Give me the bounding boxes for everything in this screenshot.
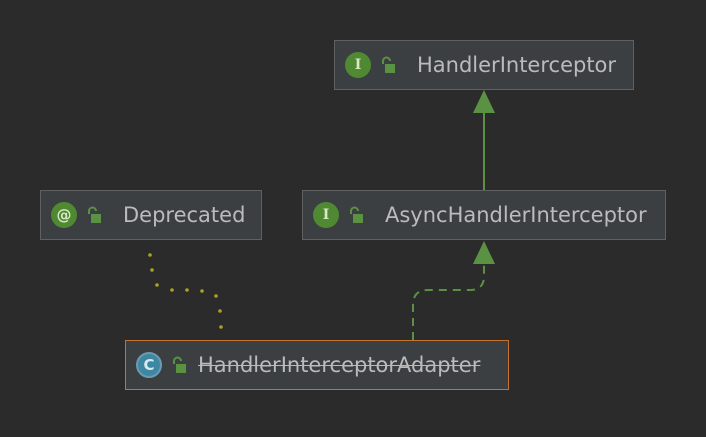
node-handler-interceptor-adapter[interactable]: C HandlerInterceptorAdapter <box>125 340 509 390</box>
node-async-handler-interceptor[interactable]: I AsyncHandlerInterceptor <box>302 190 666 240</box>
unlocked-icon <box>88 206 101 223</box>
edge-extends-arrowhead <box>473 90 495 113</box>
class-icon: C <box>136 352 162 378</box>
node-label: HandlerInterceptorAdapter <box>198 353 481 377</box>
node-deprecated[interactable]: @ Deprecated <box>40 190 262 240</box>
node-label: AsyncHandlerInterceptor <box>385 203 647 227</box>
edge-annotation <box>148 253 223 329</box>
annotation-icon: @ <box>51 202 77 228</box>
node-label: HandlerInterceptor <box>417 53 617 77</box>
unlocked-icon <box>382 56 395 73</box>
node-label: Deprecated <box>123 203 246 227</box>
unlocked-icon <box>173 356 186 373</box>
interface-icon: I <box>345 52 371 78</box>
interface-icon: I <box>313 202 339 228</box>
node-handler-interceptor[interactable]: I HandlerInterceptor <box>334 40 634 90</box>
unlocked-icon <box>350 206 363 223</box>
edge-implements <box>412 262 485 340</box>
edge-implements-arrowhead <box>473 241 495 264</box>
